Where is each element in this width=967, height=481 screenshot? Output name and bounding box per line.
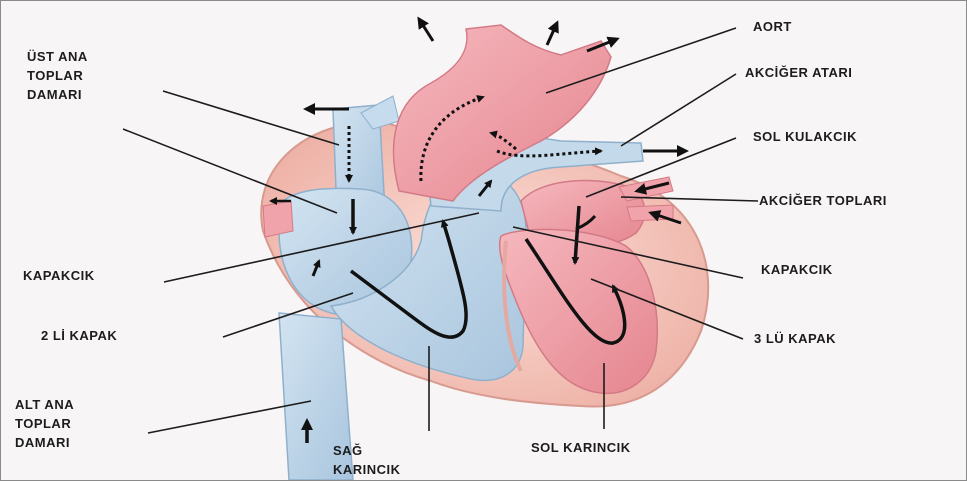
arrow-aorta-up2 [547,23,557,45]
label-akciger-toplari: AKCİĞER TOPLARI [759,191,887,210]
label-alt-ana-toplar-damari: ALT ANA TOPLAR DAMARI [15,395,74,452]
leader-akciger-atari [621,74,736,146]
label-ust-ana-line-3: DAMARI [27,85,88,104]
label-alt-ana-line-3: DAMARI [15,433,74,452]
label-kapakcik-right: KAPAKCIK [761,260,833,279]
leader-ust-ana [163,91,339,145]
label-sag-line-2: KARINCIK [333,460,401,479]
label-ust-ana-line-1: ÜST ANA [27,47,88,66]
label-alt-ana-line-2: TOPLAR [15,414,74,433]
arrow-aorta-up [419,19,433,41]
label-kapakcik-left: KAPAKCIK [23,266,95,285]
label-aort: AORT [753,17,792,36]
label-2li-kapak: 2 Lİ KAPAK [41,326,117,345]
label-alt-ana-line-1: ALT ANA [15,395,74,414]
label-sag-line-1: SAĞ [333,441,401,460]
pulmonary-vein-left [263,201,293,237]
label-3lu-kapak: 3 LÜ KAPAK [754,329,836,348]
label-sag-karincik: SAĞ KARINCIK [333,441,401,479]
label-akciger-atari: AKCİĞER ATARI [745,63,852,82]
label-ust-ana-toplar-damari: ÜST ANA TOPLAR DAMARI [27,47,88,104]
label-sol-kulakcik: SOL KULAKCIK [753,127,857,146]
label-ust-ana-line-2: TOPLAR [27,66,88,85]
label-sol-karincik: SOL KARINCIK [531,438,631,457]
